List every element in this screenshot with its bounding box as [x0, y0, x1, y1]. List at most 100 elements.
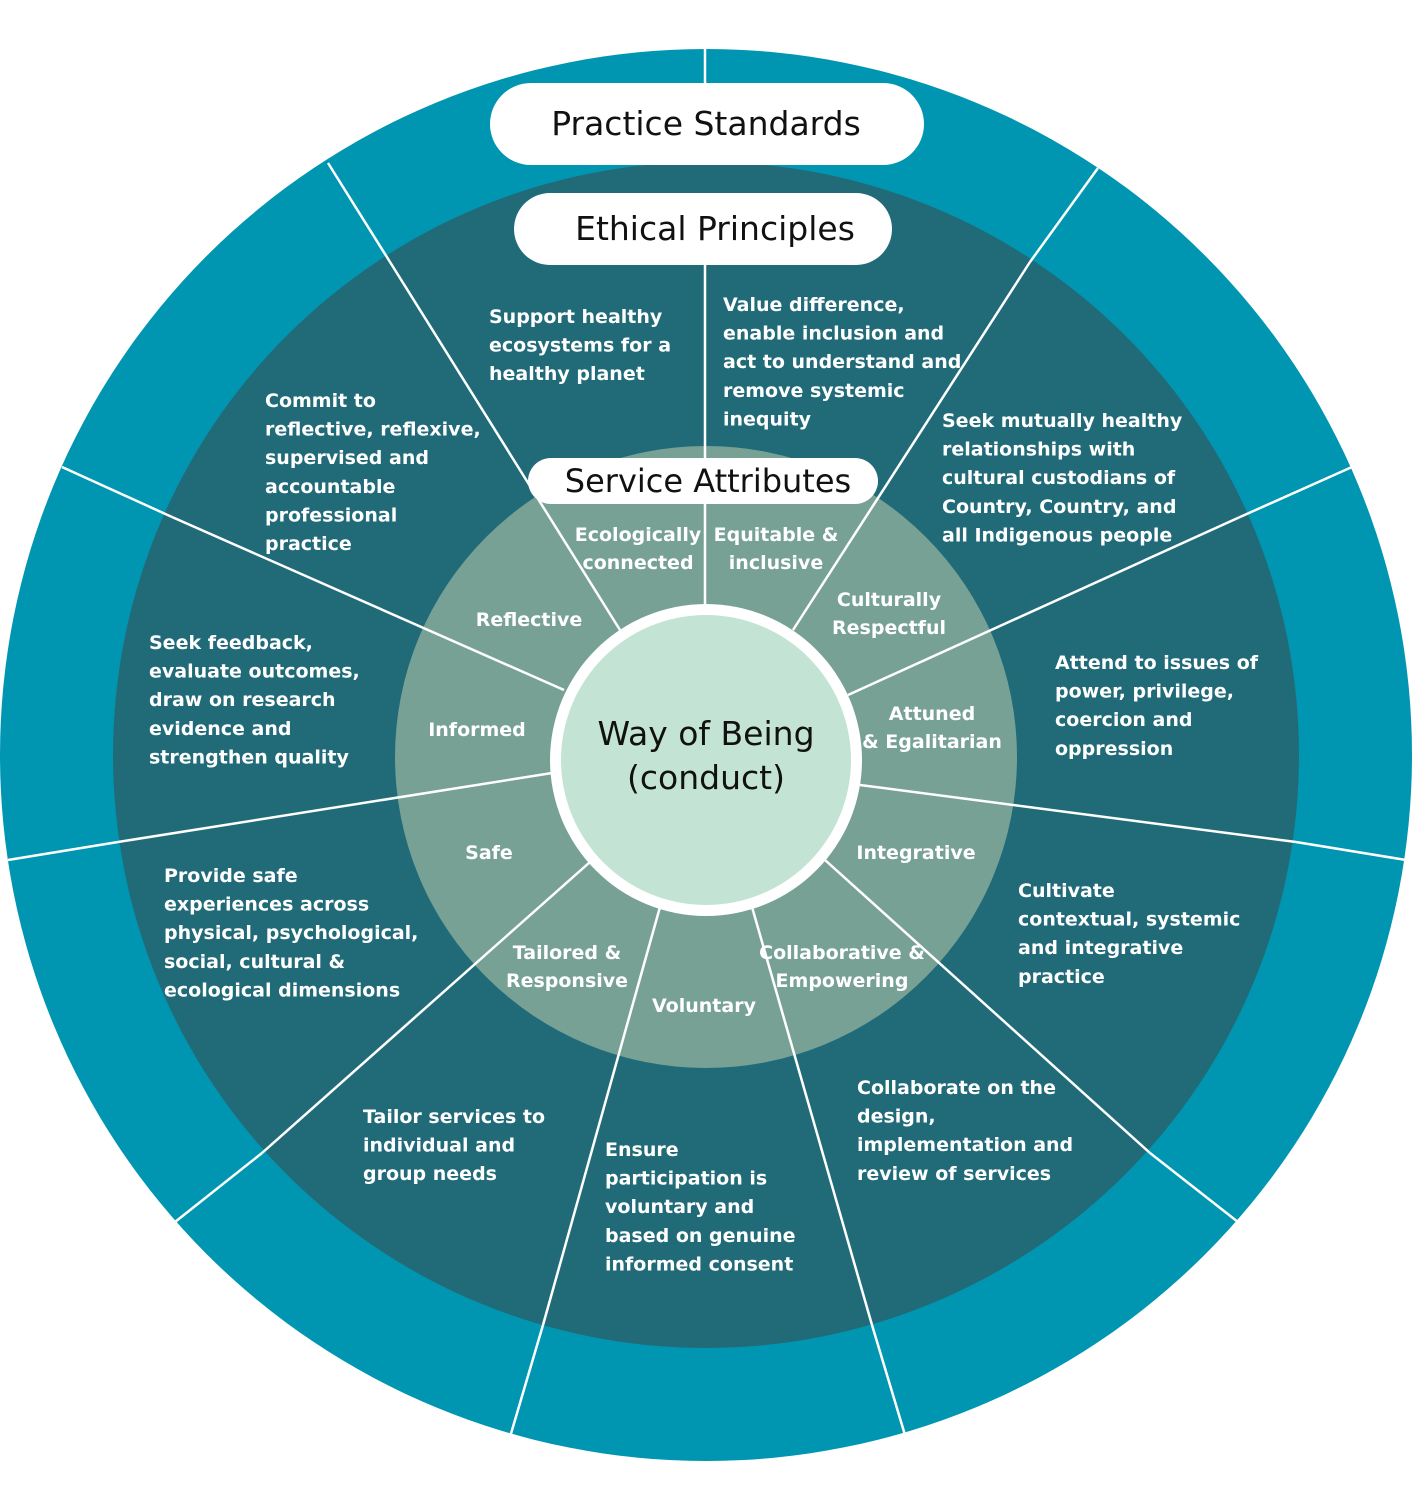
attribute-collaborative-empowering: Collaborative & Empowering — [759, 942, 925, 992]
principle-line: professional — [265, 504, 397, 526]
principle-line: draw on research — [149, 689, 336, 711]
service-attributes-pill: Service Attributes — [528, 458, 878, 504]
principle-line: cultural custodians of — [942, 467, 1176, 489]
principle-line: Attend to issues of — [1055, 652, 1259, 674]
divider-line-8 — [1149, 1152, 1239, 1223]
attribute-line: Integrative — [856, 842, 975, 864]
principle-line: all Indigenous people — [942, 524, 1172, 546]
principle-power-privilege: Attend to issues of power, privilege, coer… — [1055, 652, 1259, 760]
principle-line: evidence and — [149, 718, 292, 740]
principle-line: accountable — [265, 476, 395, 498]
attribute-line: connected — [582, 552, 693, 574]
principle-line: Collaborate on the — [857, 1077, 1056, 1099]
divider-line-10 — [870, 1324, 907, 1436]
divider-line-14 — [171, 515, 565, 692]
principle-line: and integrative — [1018, 937, 1183, 959]
principle-line: oppression — [1055, 738, 1173, 760]
divider-line-7 — [174, 1152, 263, 1223]
principle-line: participation is — [605, 1168, 767, 1190]
divider-line-18 — [261, 861, 591, 1154]
principle-line: Cultivate — [1018, 880, 1115, 902]
attribute-line: & Egalitarian — [862, 731, 1002, 753]
divider-line-4 — [1239, 465, 1353, 519]
principle-line: act to understand and — [723, 351, 961, 373]
attribute-informed: Informed — [428, 719, 526, 741]
principle-line: Provide safe — [164, 865, 298, 887]
principle-line: physical, psychological, — [164, 922, 418, 944]
segment-dividers — [7, 0, 1407, 1438]
divider-line-1 — [326, 162, 392, 263]
principle-line: ecological dimensions — [164, 979, 400, 1001]
divider-line-3 — [61, 465, 173, 519]
attribute-attuned-egalitarian: Attuned & Egalitarian — [862, 703, 1002, 753]
principle-line: Country, Country, and — [942, 496, 1176, 518]
attribute-line: Tailored & — [513, 942, 621, 964]
attribute-line: Culturally — [837, 589, 942, 611]
principle-line: reflective, reflexive, — [265, 419, 481, 441]
divider-line-19 — [824, 859, 1151, 1154]
principle-line: Ensure — [605, 1139, 679, 1161]
principle-seek-feedback: Seek feedback,evaluate outcomes,draw on … — [149, 632, 360, 768]
attribute-line: Informed — [428, 719, 526, 741]
principle-line: practice — [265, 533, 352, 555]
attribute-integrative: Integrative — [856, 842, 975, 864]
ethical-principles-title: Ethical Principles — [575, 209, 855, 248]
attribute-voluntary: Voluntary — [652, 995, 757, 1017]
principle-line: ecosystems for a — [489, 335, 671, 357]
principle-line: power, privilege, — [1055, 681, 1234, 703]
service-attributes-title: Service Attributes — [565, 462, 851, 500]
principle-line: inequity — [723, 408, 812, 430]
divider-line-16 — [117, 771, 553, 844]
ethical-principle-labels: Support healthy ecosystems for a healthy p… — [149, 294, 1259, 1275]
ethical-principles-pill: Ethical Principles — [514, 193, 892, 265]
principle-line: strengthen quality — [149, 746, 349, 768]
attribute-equitable-inclusive: Equitable & inclusive — [714, 524, 839, 574]
divider-line-2 — [1028, 167, 1100, 263]
core-circle — [561, 615, 851, 905]
principle-healthy-ecosystems: Support healthy ecosystems for a healthy p… — [489, 306, 671, 385]
attribute-safe: Safe — [465, 842, 513, 864]
principle-line: design, — [857, 1106, 936, 1128]
attribute-line: Respectful — [832, 617, 946, 639]
attribute-line: inclusive — [729, 552, 823, 574]
divider-line-5 — [7, 840, 119, 862]
principle-line: Seek mutually healthy — [942, 410, 1183, 432]
attribute-line: Empowering — [776, 970, 909, 992]
divider-line-12 — [388, 261, 622, 631]
principle-contextual-practice: Cultivate contextual, systemic and integra… — [1018, 880, 1240, 988]
divider-line-17 — [859, 783, 1297, 844]
core-label-line1: Way of Being — [597, 714, 814, 753]
principle-line: Seek feedback, — [149, 632, 313, 654]
principle-line: coercion and — [1055, 709, 1193, 731]
core-label-line2: (conduct) — [627, 758, 785, 797]
principle-line: informed consent — [605, 1253, 793, 1275]
principle-line: practice — [1018, 966, 1105, 988]
principle-line: remove systemic — [723, 380, 905, 402]
practice-standards-pill: Practice Standards — [490, 83, 924, 165]
principle-line: Tailor services to — [363, 1106, 545, 1128]
attribute-line: Responsive — [506, 970, 628, 992]
divider-line-15 — [847, 515, 1241, 697]
practice-standards-title: Practice Standards — [551, 104, 861, 143]
attribute-line: Safe — [465, 842, 513, 864]
principle-line: Support healthy — [489, 306, 663, 328]
divider-line-20 — [541, 906, 662, 1326]
attribute-reflective: Reflective — [476, 609, 583, 631]
attribute-line: Attuned — [889, 703, 975, 725]
attribute-line: Collaborative & — [759, 942, 925, 964]
principle-line: social, cultural & — [164, 951, 345, 973]
principle-line: contextual, systemic — [1018, 909, 1240, 931]
principle-line: review of services — [857, 1163, 1051, 1185]
principle-line: healthy planet — [489, 363, 645, 385]
divider-line-6 — [1295, 840, 1407, 862]
attribute-line: Voluntary — [652, 995, 757, 1017]
attribute-line: Equitable & — [714, 524, 839, 546]
